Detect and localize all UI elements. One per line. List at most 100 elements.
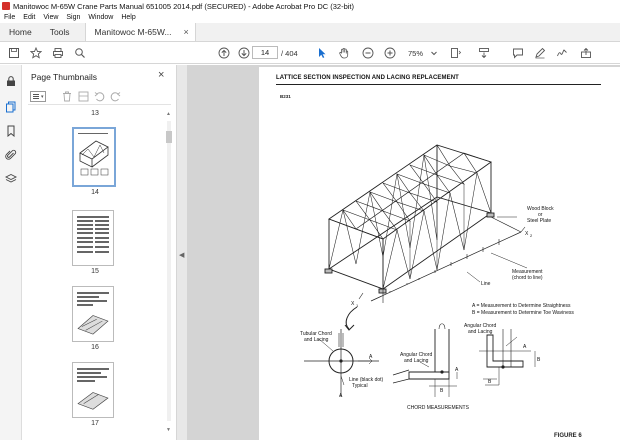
search-icon[interactable] [74, 47, 86, 59]
tab-home[interactable]: Home [9, 27, 32, 37]
thumbnail-label-16: 16 [91, 344, 99, 351]
document-page: LATTICE SECTION INSPECTION AND LACING RE… [259, 67, 620, 440]
zoom-out-icon[interactable] [362, 47, 374, 59]
label-x2: X [525, 231, 529, 237]
legend-a: A = Measurement to Determine Straightnes… [472, 303, 571, 309]
collapse-panel-icon[interactable]: ◀ [179, 252, 185, 259]
bookmark-icon[interactable] [5, 125, 17, 138]
hand-tool-icon[interactable] [338, 47, 350, 59]
delete-page-icon[interactable] [62, 91, 72, 102]
tab-document-label: Manitowoc M-65W... [94, 27, 172, 37]
rotate-left-icon[interactable] [94, 91, 105, 102]
menu-help[interactable]: Help [121, 14, 136, 21]
label-chord-measurements: CHORD MEASUREMENTS [407, 405, 470, 411]
page-thumbnails-panel: Page Thumbnails × ▾ 13 [22, 65, 177, 440]
label-a-angular: A [455, 367, 459, 373]
lattice-section-figure: Wood Block or Steel Plate X 2 Measuremen… [300, 144, 574, 411]
comment-icon[interactable] [512, 47, 524, 59]
thumbnail-scroll-thumb[interactable] [166, 131, 172, 143]
label-angular-lacing-right: and Lacing [468, 329, 493, 335]
thumbnail-options-icon[interactable]: ▾ [30, 91, 46, 102]
star-icon[interactable] [30, 47, 42, 59]
menu-bar: File Edit View Sign Window Help [0, 12, 620, 23]
thumbnail-page-14[interactable] [72, 127, 116, 187]
scroll-up-icon[interactable]: ▲ [166, 111, 171, 117]
label-wood-block: Wood Block [527, 206, 554, 212]
label-angular-chord-right: Angular Chord [464, 323, 496, 329]
thumbnail-page-15[interactable] [72, 210, 114, 266]
thumbnail-page-17[interactable] [72, 362, 114, 418]
menu-view[interactable]: View [43, 14, 59, 21]
next-page-icon[interactable] [238, 47, 250, 59]
scroll-down-icon[interactable]: ▼ [166, 427, 171, 433]
menu-sign[interactable]: Sign [66, 14, 81, 21]
zoom-in-icon[interactable] [384, 47, 396, 59]
label-chord-to-line: (chord to line) [512, 275, 543, 281]
share-icon[interactable] [580, 47, 592, 59]
label-tubular-chord: Tubular Chord [300, 331, 332, 337]
acrobat-app-icon [2, 2, 10, 10]
pen-icon[interactable] [534, 47, 546, 59]
label-line: Line [481, 281, 491, 287]
header-rule [276, 84, 601, 85]
document-view[interactable]: LATTICE SECTION INSPECTION AND LACING RE… [187, 65, 620, 440]
thumbnail-label-17: 17 [91, 420, 99, 427]
label-angular-lacing-mid: and Lacing [404, 358, 429, 364]
chevron-down-icon[interactable] [428, 47, 440, 59]
thumbnail-label-14: 14 [91, 189, 99, 196]
label-b-right-bottom: B [488, 379, 492, 385]
save-icon[interactable] [8, 47, 20, 59]
lock-icon[interactable] [5, 75, 17, 87]
tab-document[interactable]: Manitowoc M-65W... × [84, 23, 196, 41]
left-navigation-rail [0, 65, 22, 440]
layers-icon[interactable] [4, 173, 18, 185]
label-steel-plate: Steel Plate [527, 218, 551, 224]
page-fit-icon[interactable] [450, 47, 462, 59]
page-number-input[interactable]: 14 [252, 46, 278, 59]
label-wood-block-or: or [538, 212, 543, 218]
page-header: LATTICE SECTION INSPECTION AND LACING RE… [276, 75, 459, 81]
label-a-tubular-bottom: A [339, 393, 343, 399]
menu-window[interactable]: Window [88, 14, 114, 21]
previous-page-icon[interactable] [218, 47, 230, 59]
title-bar: Manitowoc M-65W Crane Parts Manual 65100… [0, 0, 620, 12]
menu-edit[interactable]: Edit [23, 14, 36, 21]
thumbnail-scrollbar[interactable]: ▲ ▼ [165, 111, 173, 436]
label-tubular-lacing: and Lacing [304, 337, 329, 343]
toolbar: 14 / 404 75% [0, 42, 620, 64]
label-typical: Typical [352, 383, 368, 389]
legend-b: B = Measurement to Determine Toe Wavines… [472, 310, 574, 316]
label-measurement: Measurement [512, 269, 543, 275]
rotate-right-icon[interactable] [110, 91, 121, 102]
label-b-angular: B [440, 388, 444, 394]
panel-close-icon[interactable]: × [158, 69, 165, 81]
attachment-icon[interactable] [5, 149, 17, 161]
sign-icon[interactable] [556, 47, 568, 59]
print-icon[interactable] [52, 47, 64, 59]
tab-close-icon[interactable]: × [183, 27, 189, 37]
window-title: Manitowoc M-65W Crane Parts Manual 65100… [13, 1, 354, 11]
page-code: B231 [280, 94, 291, 99]
select-cursor-icon[interactable] [316, 47, 328, 59]
panel-title: Page Thumbnails [31, 72, 97, 82]
extract-page-icon[interactable] [78, 91, 89, 102]
label-line-black-dot: Line (black dot) [349, 377, 384, 383]
thumbnail-page-16[interactable] [72, 286, 114, 342]
label-a-right: A [523, 344, 527, 350]
label-x2-sub: 2 [530, 233, 533, 238]
page-thumbnails-icon[interactable] [5, 101, 17, 113]
label-b-right: B [537, 357, 541, 363]
tab-bar: Home Tools Manitowoc M-65W... × [0, 23, 620, 42]
thumbnail-toolbar: ▾ [28, 89, 171, 105]
thumbnail-label-15: 15 [91, 268, 99, 275]
figure-caption: FIGURE 6 [554, 433, 582, 439]
label-angular-chord-mid: Angular Chord [400, 352, 432, 358]
scroll-mode-icon[interactable] [478, 47, 490, 59]
menu-file[interactable]: File [4, 14, 16, 21]
panel-splitter[interactable]: ◀ [177, 65, 187, 440]
label-x1-sub: 1 [356, 303, 359, 308]
tab-tools[interactable]: Tools [49, 27, 70, 37]
label-x1: X [351, 301, 355, 307]
page-total: / 404 [281, 49, 298, 58]
zoom-level[interactable]: 75% [408, 49, 424, 58]
